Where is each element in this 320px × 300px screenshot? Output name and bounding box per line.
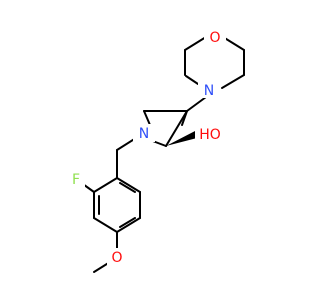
bond	[93, 177, 118, 193]
benzene-ring	[93, 177, 141, 233]
bond	[119, 182, 136, 193]
atom-label-oxygen: O	[111, 250, 122, 266]
bond	[116, 177, 141, 193]
bond	[186, 96, 207, 112]
bond	[184, 36, 207, 51]
bond	[143, 110, 151, 126]
pyrrolidine-ring	[143, 110, 188, 147]
bond	[185, 75, 199, 85]
atom-label-oxygen: O	[209, 30, 220, 46]
bond	[116, 137, 137, 151]
bond	[221, 74, 245, 89]
atom-label-hydroxyl: HO	[199, 127, 221, 143]
bond	[116, 217, 141, 233]
bond	[165, 110, 188, 147]
bond	[119, 217, 136, 228]
bond	[181, 110, 188, 126]
atom-label-nitrogen: N	[139, 126, 149, 142]
stereo-wedge	[166, 130, 197, 146]
bond	[222, 36, 245, 51]
atom-label-nitrogen: N	[204, 83, 214, 99]
atom-label-fluorine: F	[72, 172, 80, 188]
chemical-structure: O N N HO F O	[71, 30, 245, 273]
morpholine-ring	[184, 36, 245, 89]
bond	[93, 217, 118, 233]
